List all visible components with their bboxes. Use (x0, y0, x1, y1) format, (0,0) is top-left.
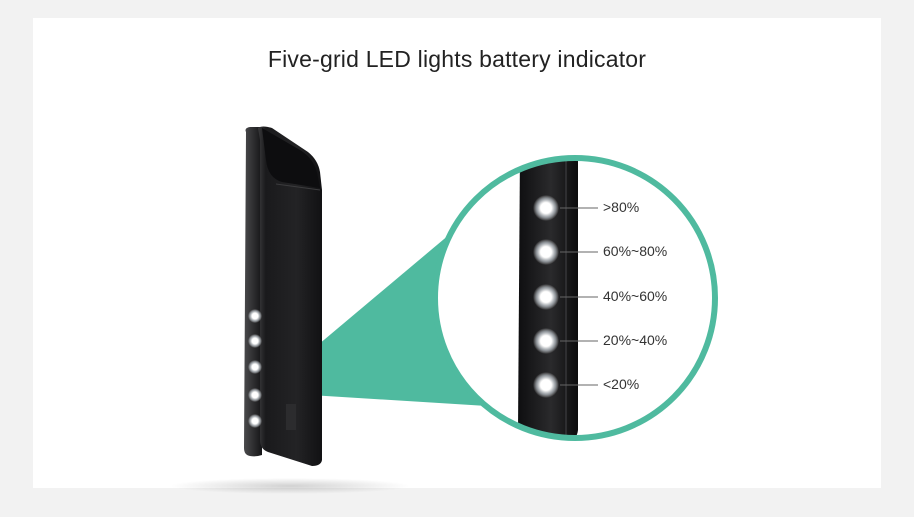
battery-pack-device (244, 126, 322, 466)
zoomed-led-indicators (533, 195, 598, 398)
zoomed-led-5 (533, 372, 598, 398)
device-led-strip (248, 309, 262, 428)
device-shadow (170, 478, 410, 494)
zoomed-led-2 (533, 239, 598, 265)
level-label-2: 60%~80% (603, 243, 668, 259)
level-label-1: >80% (603, 199, 640, 215)
level-label-4: 20%~40% (603, 332, 668, 348)
level-label-5: <20% (603, 376, 640, 392)
zoomed-led-4 (533, 328, 598, 354)
zoomed-led-3 (533, 284, 598, 310)
level-label-3: 40%~60% (603, 288, 668, 304)
page-title: Five-grid LED lights battery indicator (267, 46, 647, 72)
magnifier (432, 155, 718, 441)
zoomed-led-1 (533, 195, 598, 221)
